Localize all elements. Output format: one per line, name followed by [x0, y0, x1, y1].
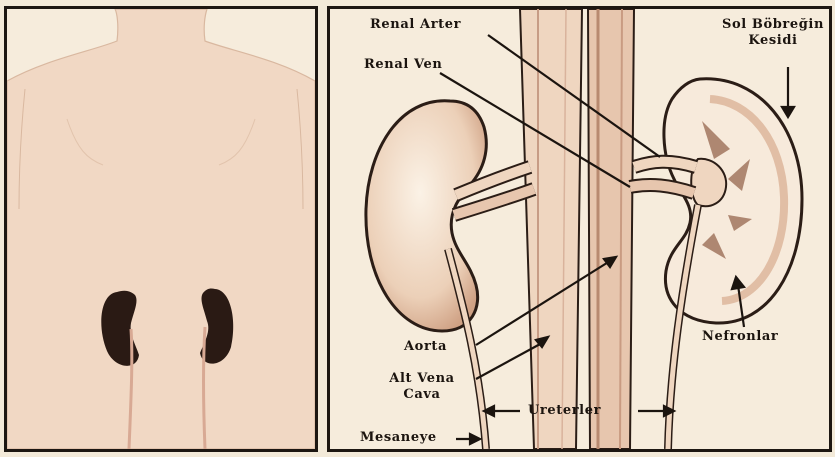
label-alt-vena-line1: Alt Vena [372, 371, 472, 387]
aorta-vessel [520, 9, 582, 449]
label-aorta: Aorta [404, 339, 447, 355]
label-sol-bobregin-line1: Sol Böbreğin [714, 17, 832, 33]
label-renal-arter: Renal Arter [370, 17, 461, 33]
label-sol-bobregin-kesidi: Sol Böbreğin Kesidi [714, 17, 832, 49]
label-nefronlar: Nefronlar [702, 329, 778, 345]
label-mesaneye: Mesaneye [360, 430, 437, 446]
right-ureter-line [204, 327, 206, 449]
torso-illustration [7, 9, 315, 449]
renal-anatomy-panel: Renal Arter Renal Ven Sol Böbreğin Kesid… [327, 6, 832, 452]
label-ureterler: Ureterler [528, 403, 601, 419]
label-alt-vena-line2: Cava [372, 387, 472, 403]
vena-cava-vessel [588, 9, 634, 449]
torso-outline [7, 9, 315, 449]
label-alt-vena-cava: Alt Vena Cava [372, 371, 472, 403]
label-sol-bobregin-line2: Kesidi [714, 33, 832, 49]
label-renal-ven: Renal Ven [364, 57, 442, 73]
torso-panel [4, 6, 318, 452]
